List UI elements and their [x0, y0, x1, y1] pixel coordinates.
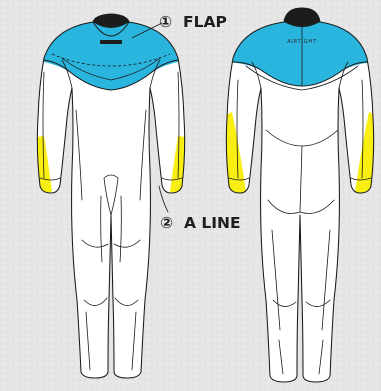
- flap-callout-number: ①: [159, 13, 172, 31]
- a-line-callout-number: ②: [160, 214, 173, 232]
- a-line-callout-text: A LINE: [184, 214, 241, 232]
- back-chest-print: AIRTIGHT: [287, 39, 317, 45]
- front-chest-label: [100, 40, 122, 44]
- flap-callout-text: FLAP: [183, 13, 227, 31]
